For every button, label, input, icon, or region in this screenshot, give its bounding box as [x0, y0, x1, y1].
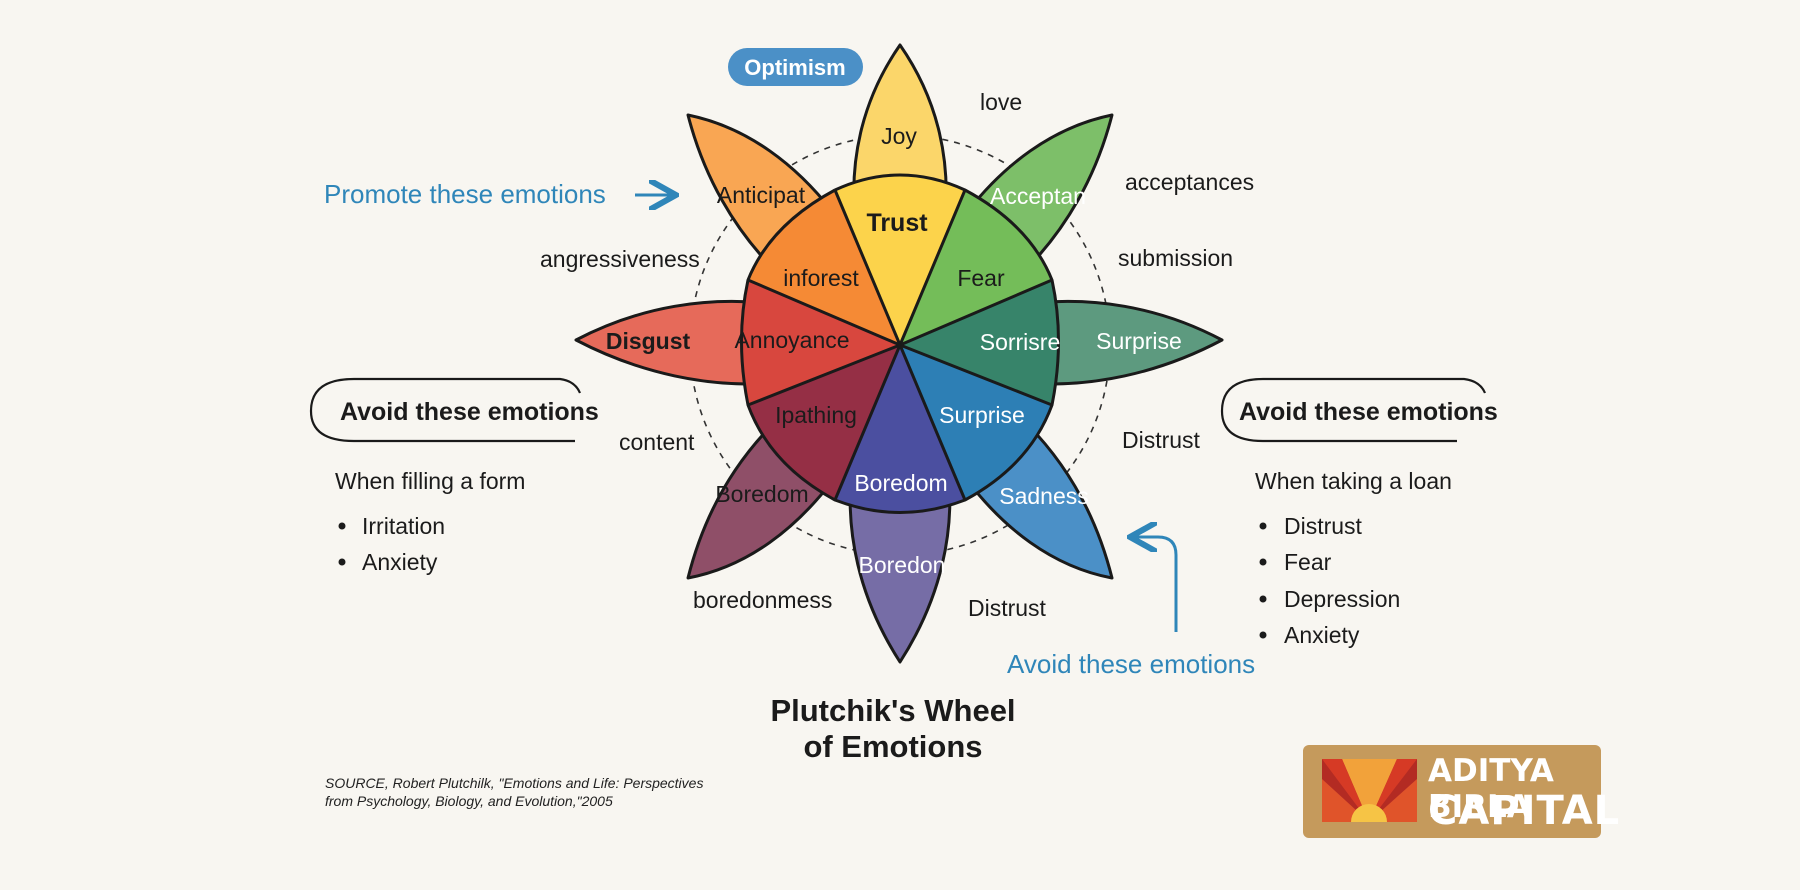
label-trust: Trust	[866, 209, 928, 237]
dyad-acceptances: acceptances	[1125, 169, 1254, 195]
svg-text:Optimism: Optimism	[744, 55, 845, 80]
segment-trust	[835, 175, 965, 345]
company-logo: ADITYA BIRLA CAPITAL	[1303, 745, 1619, 838]
right-box-heading: Avoid these emotions	[1239, 398, 1498, 426]
right-box-frame	[1220, 377, 1487, 443]
label-acceptan: Acceptan	[990, 183, 1086, 209]
dyad-love: love	[980, 89, 1022, 115]
dyad-content: content	[619, 429, 695, 455]
segment-boredom-center	[835, 345, 965, 513]
right-box-list: Distrust Fear Depression Anxiety	[1259, 513, 1400, 648]
list-item: Distrust	[1284, 513, 1363, 539]
source-citation: SOURCE, Robert Plutchilk, "Emotions and …	[325, 774, 745, 810]
label-boredom-left: Boredom	[715, 481, 808, 507]
label-disgust: Disgust	[606, 328, 691, 354]
label-anticipat: Anticipat	[717, 182, 806, 208]
dyad-distrust-bottom: Distrust	[968, 595, 1047, 621]
label-inforest: inforest	[783, 265, 859, 291]
segment-interest	[748, 190, 900, 345]
dyad-boredonmess: boredonmess	[693, 587, 832, 613]
list-item: Anxiety	[1284, 622, 1360, 648]
label-surprise-right: Surprise	[1096, 328, 1182, 354]
left-box-list: Irritation Anxiety	[338, 513, 445, 575]
avoid-arrow-icon	[1133, 537, 1178, 632]
list-item: Fear	[1284, 549, 1332, 575]
left-box-context: When filling a form	[335, 468, 525, 494]
left-box-frame	[309, 377, 582, 443]
source-line-2: from Psychology, Biology, and Evolution,…	[325, 793, 613, 809]
inner-segments	[741, 175, 1059, 513]
label-annoyance: Annoyance	[734, 327, 849, 353]
dyad-distrust-right: Distrust	[1122, 427, 1201, 453]
petal-labels: Joy Trust Anticipat inforest Acceptan Fe…	[606, 123, 1182, 578]
left-box-heading: Avoid these emotions	[340, 398, 599, 426]
label-joy: Joy	[881, 123, 917, 149]
promote-label: Promote these emotions	[324, 179, 606, 209]
label-sorrisre: Sorrisre	[980, 329, 1061, 355]
avoid-label-blue: Avoid these emotions	[1007, 649, 1255, 679]
label-ipathing: Ipathing	[775, 402, 857, 428]
label-sadness: Sadness	[999, 483, 1089, 509]
list-item: Depression	[1284, 586, 1400, 612]
segment-annoyance	[741, 280, 900, 405]
optimism-badge: Optimism	[728, 48, 863, 86]
label-boredon: Boredon	[859, 552, 946, 578]
logo-line-2: CAPITAL	[1428, 788, 1621, 834]
segment-fear	[900, 190, 1052, 345]
list-item: Anxiety	[362, 549, 438, 575]
list-item: Irritation	[362, 513, 445, 539]
label-surprise-inner: Surprise	[939, 402, 1025, 428]
segment-sorrisre	[900, 280, 1059, 405]
segment-ipathing	[748, 345, 900, 500]
svg-text:Plutchik's Wheel: Plutchik's Wheel	[770, 693, 1015, 728]
svg-text:of Emotions: of Emotions	[803, 729, 982, 764]
segment-surprise-inner	[900, 345, 1052, 500]
dyad-submission: submission	[1118, 245, 1233, 271]
page-title: Plutchik's Wheel of Emotions	[770, 693, 1015, 764]
label-boredom-center: Boredom	[854, 470, 947, 496]
label-fear: Fear	[957, 265, 1005, 291]
dyad-angressiveness: angressiveness	[540, 246, 700, 272]
source-line-1: SOURCE, Robert Plutchilk, "Emotions and …	[325, 775, 704, 791]
segment-lines	[740, 173, 1060, 514]
dyad-labels: love acceptances submission Distrust Dis…	[540, 89, 1254, 621]
logo-line-1: ADITYA BIRLA	[1428, 753, 1554, 825]
sun-emblem-icon	[1322, 759, 1417, 822]
right-box-context: When taking a loan	[1255, 468, 1452, 494]
